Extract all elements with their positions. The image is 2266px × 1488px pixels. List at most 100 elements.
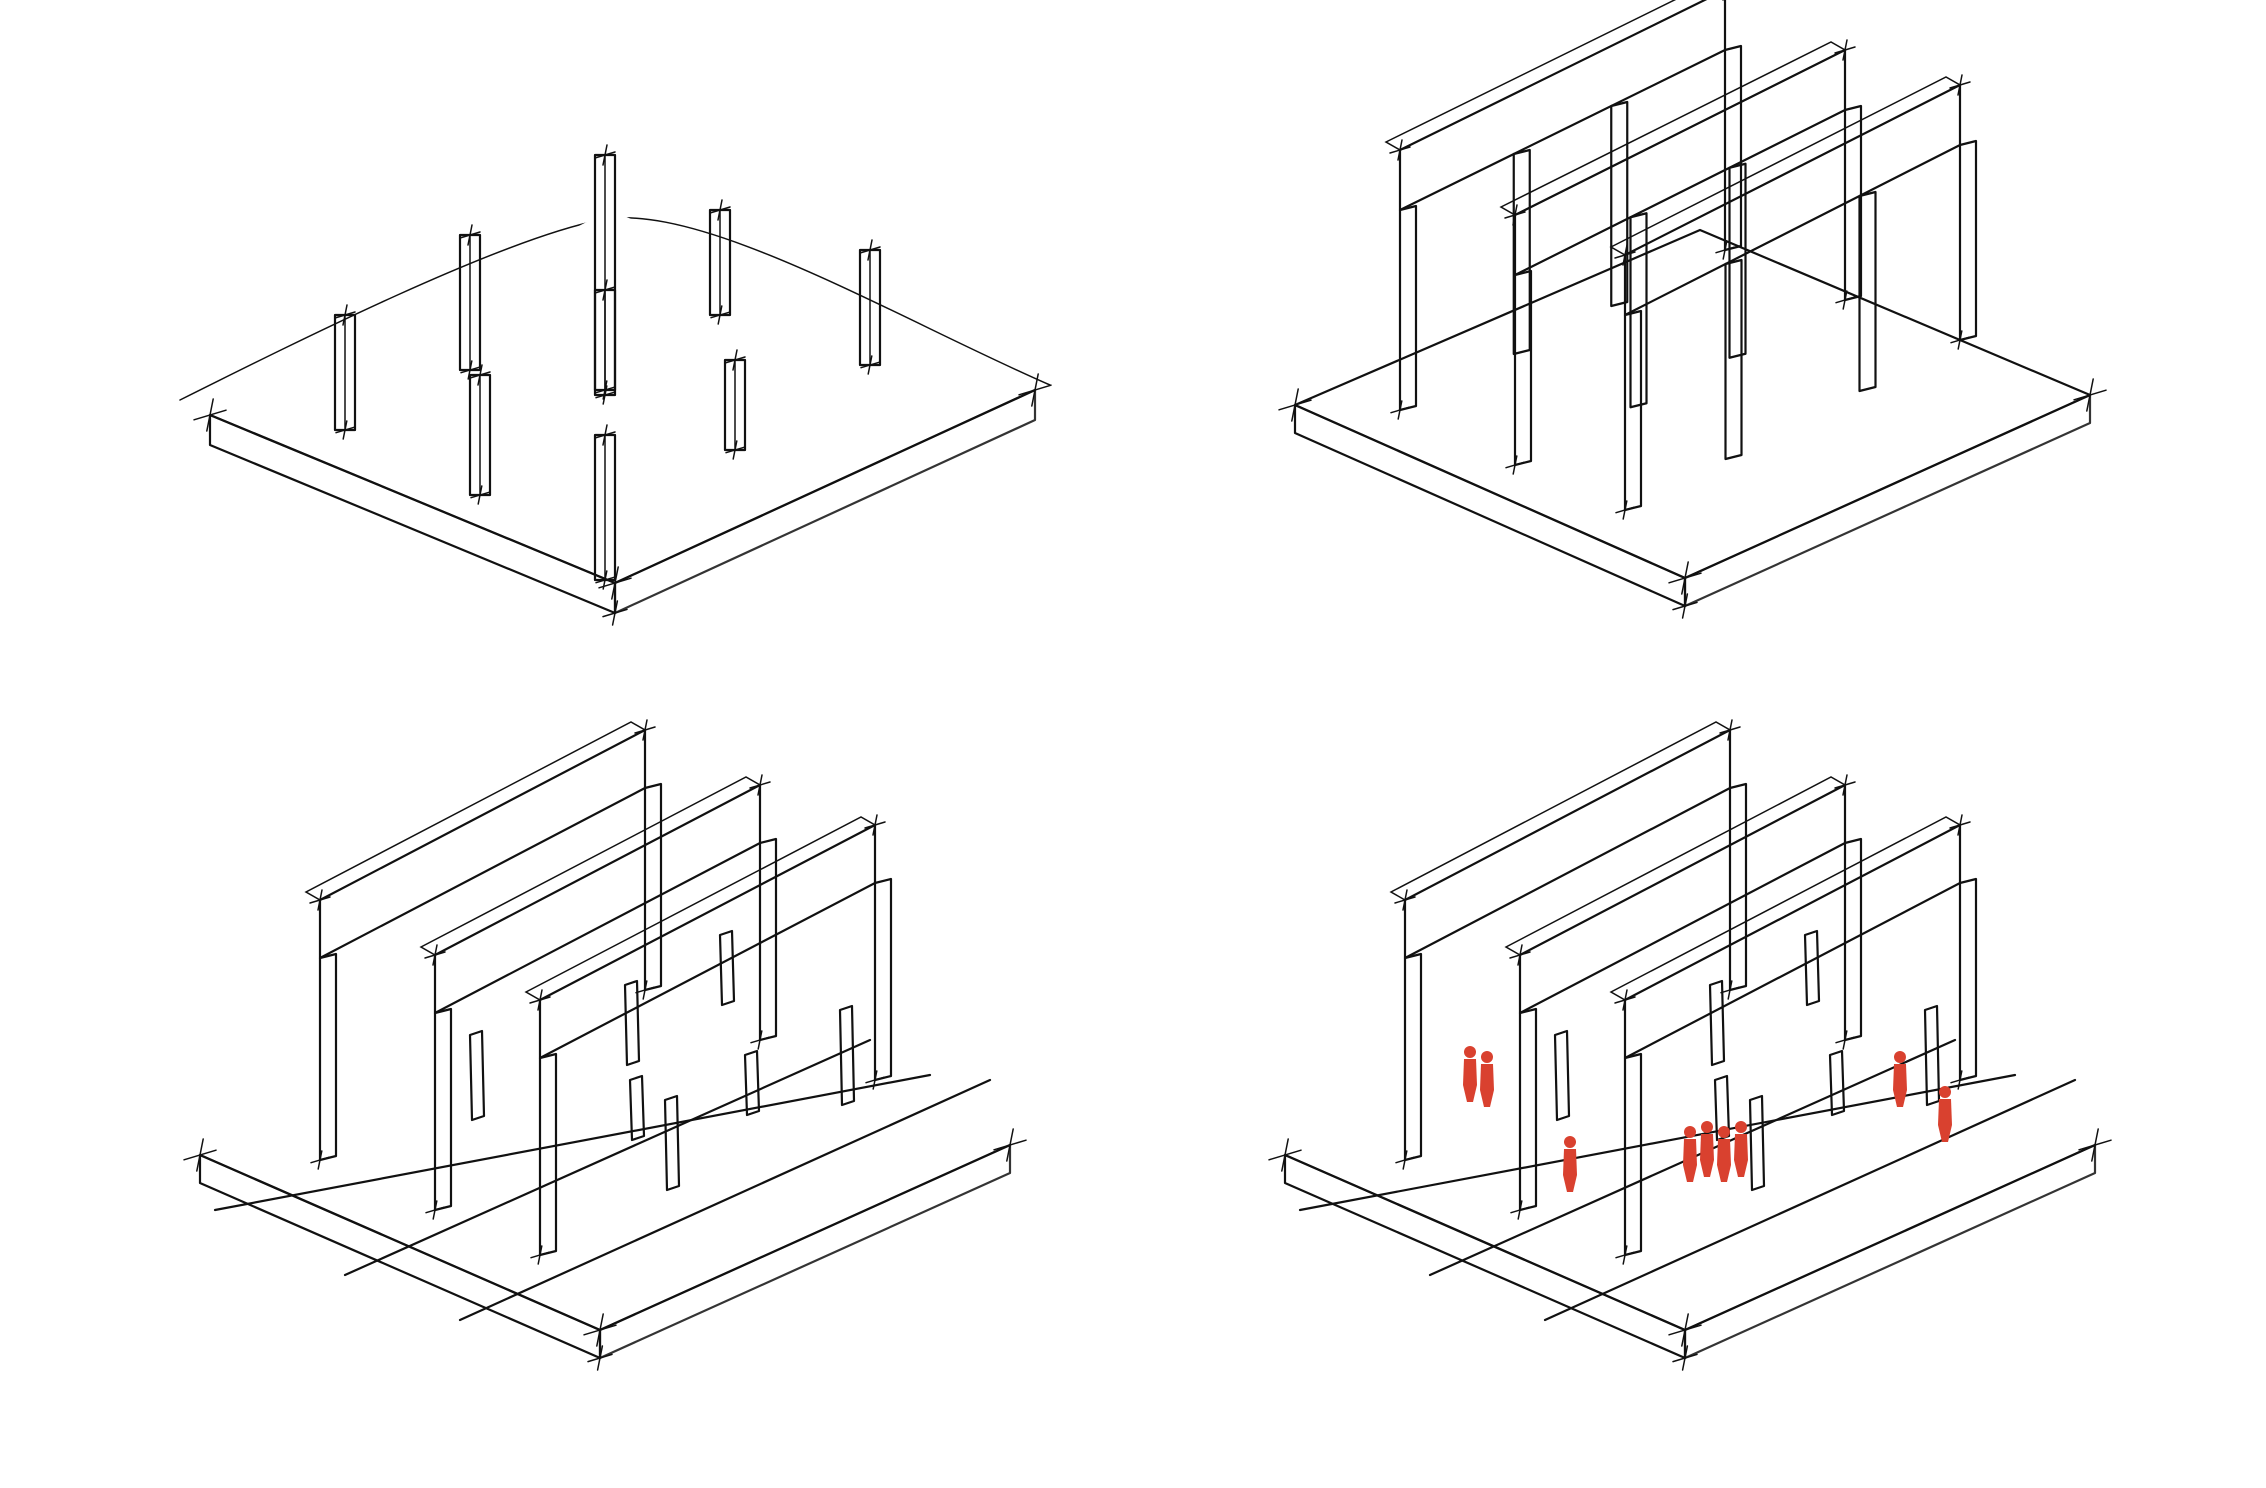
corner-tick: [872, 814, 878, 836]
corner-tick: [602, 279, 608, 301]
portal-leg: [1728, 162, 1747, 359]
corner-tick: [1512, 455, 1518, 475]
corner-tick: [1842, 774, 1848, 796]
corner-tick: [1622, 500, 1628, 520]
corner-tick: [432, 1200, 438, 1220]
column: [858, 248, 882, 367]
corner-tick: [867, 355, 873, 375]
portal-leg: [1728, 782, 1748, 992]
corner-tick: [206, 398, 214, 432]
portal-leg: [1512, 148, 1531, 356]
corner-tick: [1957, 1070, 1963, 1090]
slab-side-face-right: [613, 388, 1037, 615]
corner-tick: [317, 1150, 323, 1170]
timber-post: [623, 979, 641, 1067]
corner-tick: [467, 360, 473, 380]
corner-tick: [342, 420, 348, 440]
corner-tick: [477, 364, 483, 386]
corner-tick: [1402, 889, 1408, 911]
corner-tick: [1957, 814, 1963, 836]
portal-beam-top: [524, 816, 877, 1001]
slab-side-face-right: [1683, 393, 2092, 608]
corner-tick: [1727, 719, 1733, 741]
portal-leg: [1403, 952, 1423, 1162]
portal-leg: [1610, 100, 1629, 308]
corner-tick: [1402, 1150, 1408, 1170]
corner-tick: [1291, 388, 1299, 422]
corner-tick: [602, 144, 608, 166]
person-icon: [1700, 1121, 1714, 1177]
column: [723, 358, 747, 452]
corner-tick: [1722, 240, 1728, 260]
column: [593, 288, 617, 392]
corner-tick: [1512, 204, 1518, 226]
person-icon: [1563, 1136, 1577, 1192]
portal-leg: [643, 782, 663, 992]
column: [708, 208, 732, 317]
portal-beam: [1403, 728, 1732, 960]
portal-beam-top: [1384, 0, 1707, 151]
portal-leg: [1623, 1052, 1643, 1257]
person-icon: [1480, 1051, 1494, 1107]
corner-tick: [1957, 74, 1963, 96]
corner-tick: [317, 889, 323, 911]
portal-beam-top: [1499, 41, 1847, 216]
portal-leg: [1958, 139, 1978, 342]
timber-post: [1803, 929, 1821, 1007]
portal-beam: [433, 783, 762, 1015]
portal-leg: [758, 837, 778, 1042]
person-icon: [1938, 1086, 1952, 1142]
corner-tick: [732, 440, 738, 460]
corner-tick: [537, 989, 543, 1011]
column: [468, 373, 492, 497]
person-icon: [1463, 1046, 1477, 1102]
corner-tick: [867, 239, 873, 261]
corner-tick: [1622, 1245, 1628, 1265]
person-icon: [1893, 1051, 1907, 1107]
portal-leg: [1858, 190, 1877, 393]
corner-tick: [1517, 944, 1523, 966]
corner-tick: [1006, 1128, 1014, 1162]
portal-leg: [1724, 258, 1743, 461]
corner-tick: [1727, 980, 1733, 1000]
portal-beam-top: [304, 721, 647, 901]
timber-post: [628, 1074, 646, 1142]
portal-leg: [1843, 104, 1863, 302]
corner-tick: [1957, 330, 1963, 350]
timber-post: [1713, 1074, 1731, 1142]
portal-beam-top: [419, 776, 762, 956]
portal-leg: [1843, 837, 1863, 1042]
portal-beam-top: [1609, 816, 1962, 1001]
corner-tick: [732, 349, 738, 371]
column: [593, 433, 617, 582]
slab-side-face-right: [1683, 1143, 2097, 1360]
portal-leg: [538, 1052, 558, 1257]
slab-top-face: [210, 210, 1035, 583]
corner-tick: [602, 380, 608, 400]
grid-axis-line: [458, 1078, 992, 1322]
corner-tick: [1842, 290, 1848, 310]
corner-tick: [537, 1245, 543, 1265]
corner-tick: [1517, 1200, 1523, 1220]
corner-tick: [1622, 989, 1628, 1011]
corner-tick: [602, 424, 608, 446]
corner-tick: [1681, 1345, 1689, 1371]
corner-tick: [1397, 400, 1403, 420]
corner-tick: [1681, 593, 1689, 619]
portal-leg: [1958, 877, 1978, 1082]
corner-tick: [2091, 1128, 2099, 1162]
portal-beam-top: [1389, 721, 1732, 901]
timber-post: [1828, 1049, 1846, 1117]
corner-tick: [642, 719, 648, 741]
portal-leg: [1623, 309, 1643, 512]
portal-leg: [433, 1007, 453, 1212]
portal-beam: [1513, 48, 1847, 277]
corner-tick: [2086, 378, 2094, 412]
corner-tick: [1681, 561, 1689, 595]
corner-tick: [1622, 244, 1628, 266]
portal-beam-top: [1504, 776, 1847, 956]
slab-top-face: [1293, 228, 2092, 580]
column: [333, 313, 357, 432]
corner-tick: [611, 600, 619, 626]
column: [458, 233, 482, 372]
